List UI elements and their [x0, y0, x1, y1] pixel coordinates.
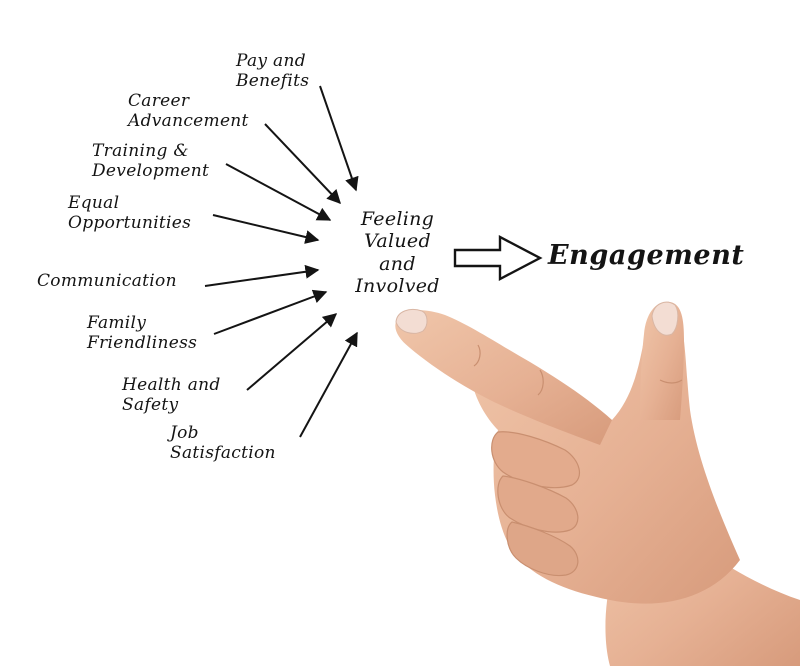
factor-line: Career	[128, 91, 190, 111]
center-line: Feeling	[360, 208, 435, 230]
result-node-engagement: Engagement	[548, 240, 745, 271]
arrow-equal	[212, 214, 320, 244]
factor-line: Family	[87, 313, 147, 333]
factor-line: Communication	[37, 271, 177, 291]
center-line: Valued	[364, 230, 431, 253]
factor-line: Safety	[122, 395, 179, 416]
factor-line: Health and	[122, 375, 221, 395]
factor-line: Advancement	[128, 111, 249, 132]
factor-line: Opportunities	[68, 213, 192, 234]
arrow-communication	[204, 264, 320, 287]
factor-line: Benefits	[236, 71, 310, 92]
factor-line: Job	[170, 423, 199, 443]
factor-line: Pay and	[236, 51, 306, 71]
factor-line: Satisfaction	[170, 443, 276, 464]
factor-health-and-safety: Health and Safety	[122, 375, 221, 415]
factor-job-satisfaction: Job Satisfaction	[170, 423, 276, 463]
center-line: Involved	[355, 275, 440, 298]
factor-communication: Communication	[37, 271, 177, 291]
factor-family-friendliness: Family Friendliness	[87, 313, 197, 353]
factor-line: Development	[92, 161, 210, 182]
arrow-career	[264, 123, 341, 205]
factor-pay-and-benefits: Pay and Benefits	[236, 51, 309, 91]
hollow-right-arrow-icon	[453, 235, 543, 281]
center-line: and	[379, 252, 416, 275]
arrow-pay	[319, 85, 359, 192]
arrow-training	[225, 163, 332, 221]
center-node-feeling-valued: Feeling Valued and Involved	[340, 208, 455, 298]
factor-line: Friendliness	[87, 333, 198, 354]
factor-training-development: Training & Development	[92, 141, 209, 181]
arrow-family	[213, 289, 328, 335]
factor-line: Training &	[92, 141, 189, 161]
arrow-health	[246, 313, 338, 391]
factor-line: Equal	[68, 193, 120, 213]
factor-career-advancement: Career Advancement	[128, 91, 249, 131]
arrow-job	[299, 331, 358, 438]
factor-equal-opportunities: Equal Opportunities	[68, 193, 191, 233]
